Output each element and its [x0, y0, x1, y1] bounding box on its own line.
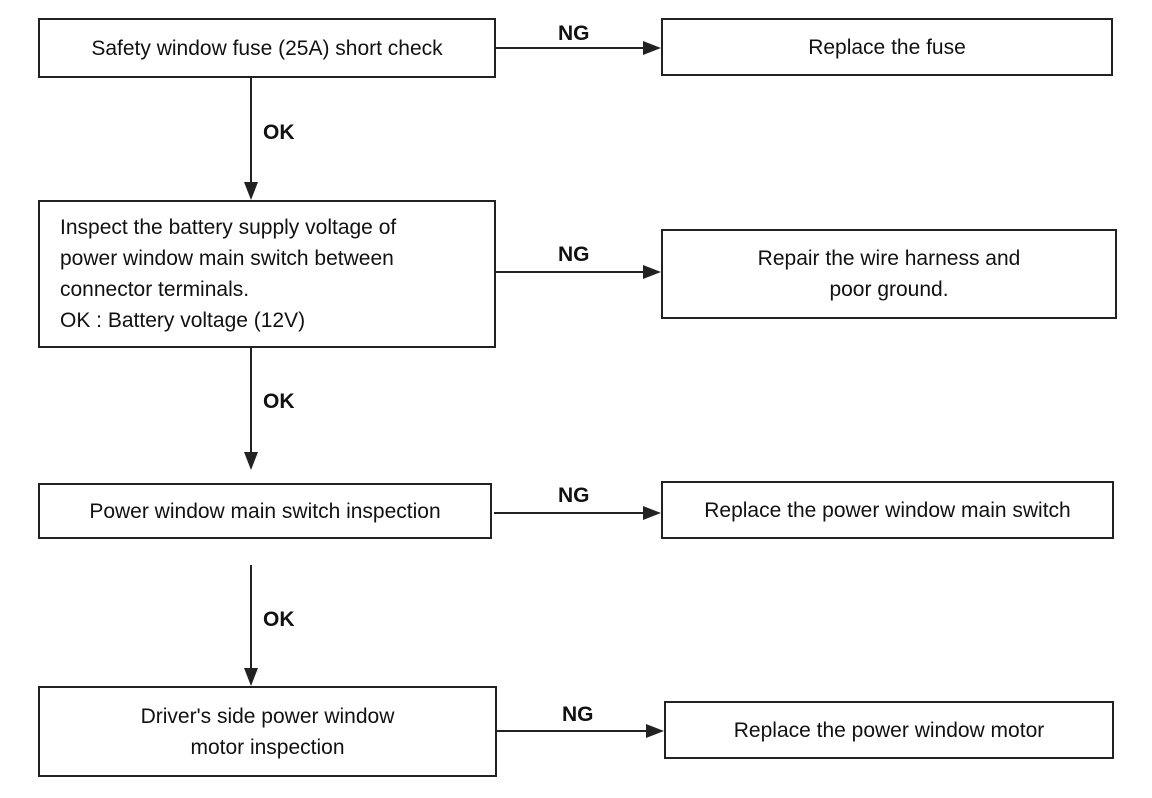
check-box-battery-voltage: Inspect the battery supply voltage of po…: [38, 200, 496, 348]
ok-arrow-2: [244, 348, 258, 470]
ng-arrow-1: [494, 41, 661, 55]
ng-label: NG: [558, 484, 590, 507]
ng-label: NG: [558, 22, 590, 45]
action-text-line: Replace the power window motor: [733, 718, 1045, 742]
action-text-line: Replace the power window main switch: [704, 498, 1071, 522]
ng-label: NG: [558, 243, 590, 266]
action-text-line: Replace the fuse: [808, 35, 966, 59]
check-text-line: Inspect the battery supply voltage of: [60, 216, 397, 239]
check-text-line: power window main switch between: [60, 247, 394, 270]
ok-label: OK: [263, 121, 295, 144]
ng-arrow-4: [497, 724, 664, 738]
check-text-line: Safety window fuse (25A) short check: [91, 36, 443, 60]
check-text-line: connector terminals.: [60, 278, 250, 301]
ok-arrow-1: [244, 78, 258, 200]
action-box-replace-switch: Replace the power window main switch: [661, 481, 1114, 539]
ok-arrow-3: [244, 565, 258, 686]
check-box-motor: Driver's side power window motor inspect…: [38, 686, 497, 777]
ok-label: OK: [263, 608, 295, 631]
check-box-fuse: Safety window fuse (25A) short check: [38, 18, 496, 78]
action-text-line: Repair the wire harness and: [757, 247, 1021, 270]
ng-arrow-3: [494, 506, 661, 520]
action-box-replace-motor: Replace the power window motor: [664, 701, 1114, 759]
check-box-main-switch: Power window main switch inspection: [38, 483, 492, 539]
check-text-line: Driver's side power window: [140, 704, 395, 728]
action-box-replace-fuse: Replace the fuse: [661, 18, 1113, 76]
ok-label: OK: [263, 390, 295, 413]
check-text-line: Power window main switch inspection: [89, 499, 441, 523]
ng-arrow-2: [494, 265, 661, 279]
action-text-line: poor ground.: [829, 278, 949, 301]
action-box-repair-harness: Repair the wire harness and poor ground.: [661, 229, 1117, 319]
check-text-line: motor inspection: [190, 735, 345, 759]
check-text-line: OK : Battery voltage (12V): [60, 309, 306, 332]
ng-label: NG: [562, 703, 594, 726]
